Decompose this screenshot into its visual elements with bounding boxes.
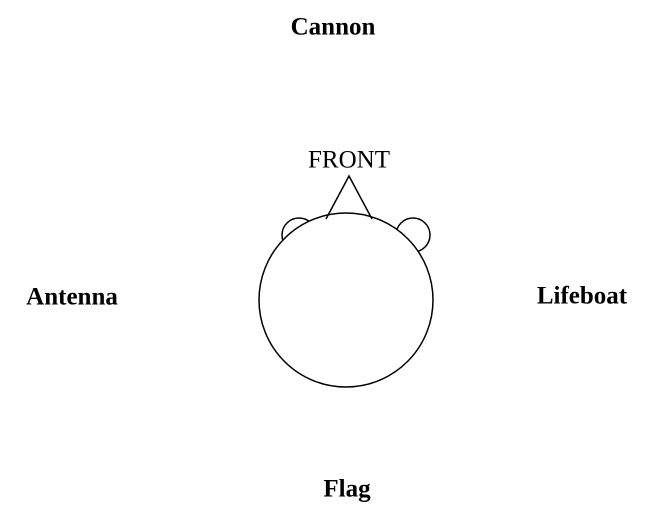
front-label: FRONT — [308, 148, 390, 173]
head-circle — [259, 213, 433, 387]
